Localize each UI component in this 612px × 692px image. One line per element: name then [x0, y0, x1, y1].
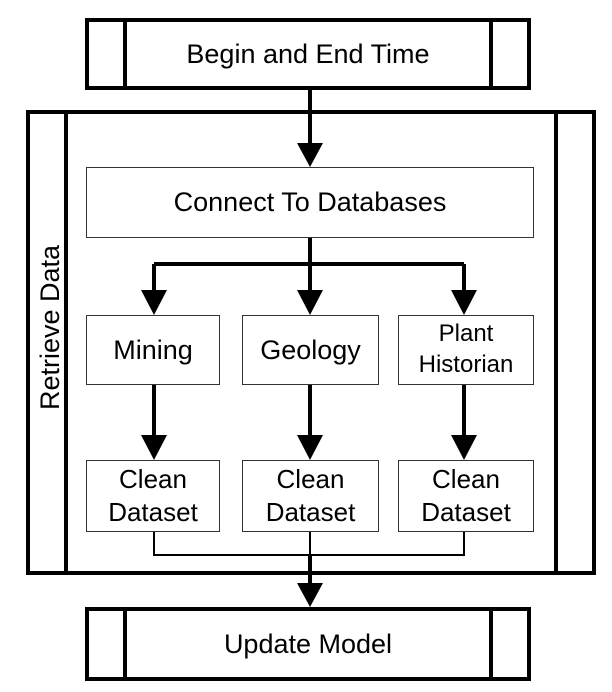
begin-end-time-label: Begin and End Time [186, 38, 430, 69]
source-label-geology: Geology [260, 334, 361, 365]
left-bar [123, 22, 127, 86]
source-label-mining: Mining [113, 334, 193, 365]
arrowhead-geology [297, 290, 323, 315]
arrowhead-plant [451, 290, 477, 315]
clean-dataset-label-3: Clean Dataset [421, 463, 511, 527]
bottom-right-bar [489, 611, 493, 677]
bottom-left-bar [123, 611, 127, 677]
source-box-mining: Mining [86, 315, 220, 385]
connect-databases-box: Connect To Databases [86, 167, 534, 238]
arrowhead-connect [297, 143, 323, 167]
source-label-plant-historian: Plant Historian [418, 320, 514, 378]
container-left-bar [64, 114, 68, 571]
arrowhead-mining [141, 290, 167, 315]
container-right-bar [554, 114, 558, 571]
update-model-label: Update Model [223, 628, 393, 659]
update-model-box: Update Model [85, 607, 531, 681]
clean-dataset-box-2: Clean Dataset [242, 460, 379, 532]
begin-end-time-box: Begin and End Time [85, 18, 531, 90]
arrowhead-clean-3 [451, 435, 477, 460]
right-bar [489, 22, 493, 86]
arrowhead-update [297, 583, 323, 607]
source-box-plant-historian: Plant Historian [398, 315, 534, 385]
arrowhead-clean-2 [297, 435, 323, 460]
clean-dataset-label-2: Clean Dataset [265, 463, 356, 527]
clean-dataset-box-3: Clean Dataset [398, 460, 534, 532]
clean-dataset-label-1: Clean Dataset [108, 463, 198, 527]
connect-databases-label: Connect To Databases [173, 187, 447, 218]
source-box-geology: Geology [242, 315, 379, 385]
arrowhead-clean-1 [141, 435, 167, 460]
clean-dataset-box-1: Clean Dataset [86, 460, 220, 532]
